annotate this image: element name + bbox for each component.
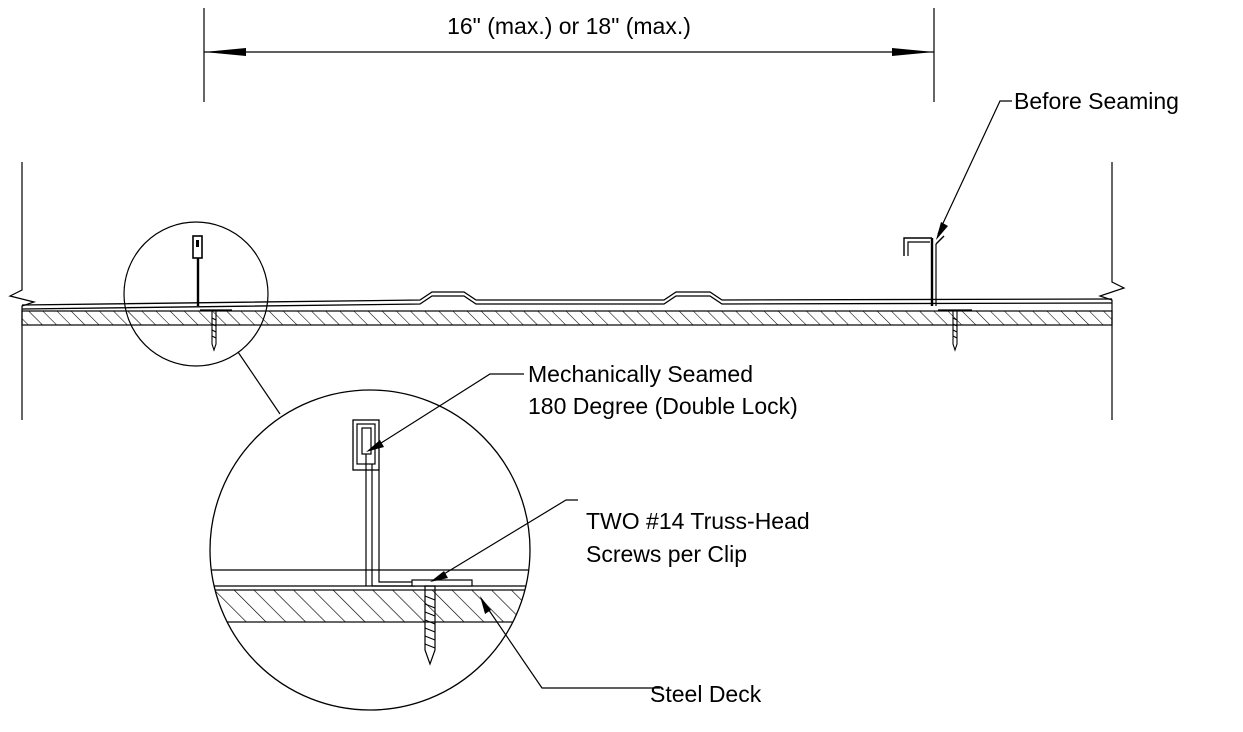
leader-arrow-steel-deck bbox=[480, 596, 491, 614]
leader-arrow-before-seaming bbox=[936, 222, 948, 240]
screws-line1: TWO #14 Truss-Head bbox=[586, 508, 810, 534]
detail-screw-threads bbox=[424, 595, 436, 649]
detail-steel-deck bbox=[210, 589, 530, 623]
label-mechanically-seamed: Mechanically Seamed 180 Degree (Double L… bbox=[366, 361, 798, 452]
detail-screw-shank bbox=[424, 585, 436, 666]
enlarged-detail bbox=[209, 389, 531, 711]
steel-deck-label: Steel Deck bbox=[650, 681, 762, 707]
before-seaming-label: Before Seaming bbox=[1014, 88, 1179, 114]
leader-arrow-screws bbox=[430, 571, 448, 582]
roof-panel-bottom-edge bbox=[21, 295, 1113, 310]
dimension-arrow-right bbox=[892, 48, 934, 56]
label-screws: TWO #14 Truss-Head Screws per Clip bbox=[430, 499, 810, 582]
seamed-rib-left bbox=[192, 235, 232, 352]
roof-panel-top-edge bbox=[21, 291, 1113, 306]
screw-small-left bbox=[211, 310, 217, 352]
leader-mechanically-seamed bbox=[369, 373, 524, 451]
seam-head-small-inner bbox=[196, 240, 199, 247]
mechanically-seamed-line2: 180 Degree (Double Lock) bbox=[528, 393, 798, 419]
rib-hook-inner-right bbox=[907, 241, 930, 256]
leader-screws bbox=[433, 499, 578, 581]
break-line-right bbox=[1098, 162, 1126, 420]
leader-arrow-mechanically-seamed bbox=[366, 440, 384, 452]
detail-callout-circle-large bbox=[209, 389, 531, 711]
leader-steel-deck bbox=[481, 599, 660, 689]
label-steel-deck: Steel Deck bbox=[480, 596, 762, 707]
rib-flange-right bbox=[935, 235, 945, 245]
steel-deck-strip bbox=[21, 310, 1113, 326]
dimension-group: 16" (max.) or 18" (max.) bbox=[203, 8, 935, 102]
dimension-arrow-left bbox=[204, 48, 246, 56]
screws-line2: Screws per Clip bbox=[586, 541, 747, 567]
leader-before-seaming bbox=[937, 100, 1012, 235]
rib-hook-right bbox=[903, 237, 932, 256]
mechanically-seamed-line1: Mechanically Seamed bbox=[528, 361, 753, 387]
break-line-left bbox=[8, 162, 37, 420]
detail-connector-line bbox=[237, 351, 281, 415]
detail-screw-head bbox=[411, 579, 473, 587]
dimension-label: 16" (max.) or 18" (max.) bbox=[447, 13, 691, 39]
unseamed-rib-right bbox=[903, 235, 972, 352]
screw-right bbox=[952, 310, 958, 352]
label-before-seaming: Before Seaming bbox=[936, 88, 1179, 240]
detail-callout-circle-small bbox=[123, 221, 269, 367]
roof-panel-section bbox=[21, 291, 1113, 326]
